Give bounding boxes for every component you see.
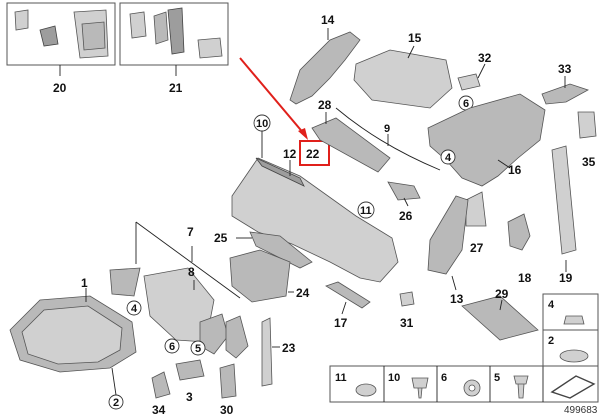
callout-21: 21 [169, 81, 183, 95]
rivet-5-icon [513, 375, 529, 399]
ref-circle-4 [440, 149, 456, 165]
callout-10: 10 [256, 118, 268, 130]
inset-box-20 [6, 2, 116, 76]
part-25-shape [249, 231, 313, 269]
callout-5: 5 [195, 343, 201, 355]
callout-33: 33 [558, 62, 572, 76]
part-34-shape [151, 371, 171, 399]
part-35-shape [577, 111, 597, 139]
part-28-shape [311, 117, 391, 173]
callout-35: 35 [582, 155, 596, 169]
callout-6-top: 6 [463, 98, 469, 110]
callout-6-left: 6 [169, 341, 175, 353]
part-27-shape [465, 191, 487, 227]
part-30-shape [219, 363, 237, 399]
callout-18: 18 [518, 271, 532, 285]
ref-circle-6b [164, 338, 180, 354]
callout-13: 13 [450, 292, 464, 306]
highlight-box-22 [299, 140, 330, 166]
callout-12: 12 [283, 147, 297, 161]
callout-22: 22 [306, 147, 320, 161]
bulkhead-upper-rail [255, 157, 305, 187]
ref-circle-4b [126, 300, 142, 316]
part-3-shape [175, 359, 205, 381]
legend-11: 11 [335, 372, 347, 384]
part-13-shape [427, 195, 469, 275]
part-18-shape [507, 213, 531, 251]
ref-circle-11 [357, 201, 375, 219]
clip-11-icon [355, 383, 377, 397]
flat-mat-icon [550, 375, 596, 399]
legend-10: 10 [388, 372, 400, 384]
part-12-bulkhead [231, 157, 399, 283]
part-17-shape [325, 281, 371, 309]
callout-9: 9 [384, 123, 390, 135]
legend-5: 5 [494, 372, 500, 384]
plug-10-icon [411, 377, 429, 399]
callout-23: 23 [282, 341, 296, 355]
highlight-arrow [239, 57, 308, 140]
part-14-shape [289, 31, 361, 105]
callout-8: 8 [188, 265, 195, 279]
callout-30: 30 [220, 403, 234, 417]
nut-4-icon [563, 315, 585, 325]
callout-15: 15 [408, 31, 422, 45]
part-15-shape [353, 49, 453, 109]
callout-3: 3 [186, 390, 193, 404]
callout-25: 25 [214, 231, 228, 245]
part-19-shape [551, 145, 577, 255]
callout-2: 2 [113, 397, 119, 409]
callout-11: 11 [360, 205, 372, 217]
callout-31: 31 [400, 316, 414, 330]
part-31-shape [399, 291, 415, 307]
part-24-shape [229, 249, 291, 303]
callout-28: 28 [318, 98, 332, 112]
inset-box-21 [119, 2, 229, 76]
part-mount-shape [225, 315, 249, 359]
legend-4: 4 [548, 299, 555, 311]
callout-17: 17 [334, 316, 348, 330]
diagram-number: 499683 [564, 405, 598, 416]
callout-4-left: 4 [131, 303, 138, 315]
callout-1: 1 [81, 276, 88, 290]
part-23-shape [261, 317, 273, 387]
part-9-shape [335, 107, 441, 171]
part-32-shape [457, 73, 481, 91]
callout-26: 26 [399, 209, 413, 223]
cap-2-icon [559, 349, 589, 363]
callout-27: 27 [470, 241, 484, 255]
part-26-shape [387, 181, 421, 201]
callout-14: 14 [321, 13, 335, 27]
part-29-shape [461, 295, 539, 341]
callout-4-top: 4 [445, 152, 452, 164]
part-16-shape [427, 93, 546, 187]
callout-34: 34 [152, 403, 166, 417]
legend-6: 6 [441, 372, 447, 384]
callout-16: 16 [508, 163, 522, 177]
callout-20: 20 [53, 81, 67, 95]
callout-32: 32 [478, 51, 492, 65]
fastener-legend: 11 10 6 5 4 2 [329, 293, 599, 403]
callout-29: 29 [495, 287, 509, 301]
callout-24: 24 [296, 286, 310, 300]
callout-7: 7 [187, 225, 194, 239]
ref-circle-5 [190, 340, 206, 356]
callout-19: 19 [559, 271, 573, 285]
legend-2: 2 [548, 335, 554, 347]
